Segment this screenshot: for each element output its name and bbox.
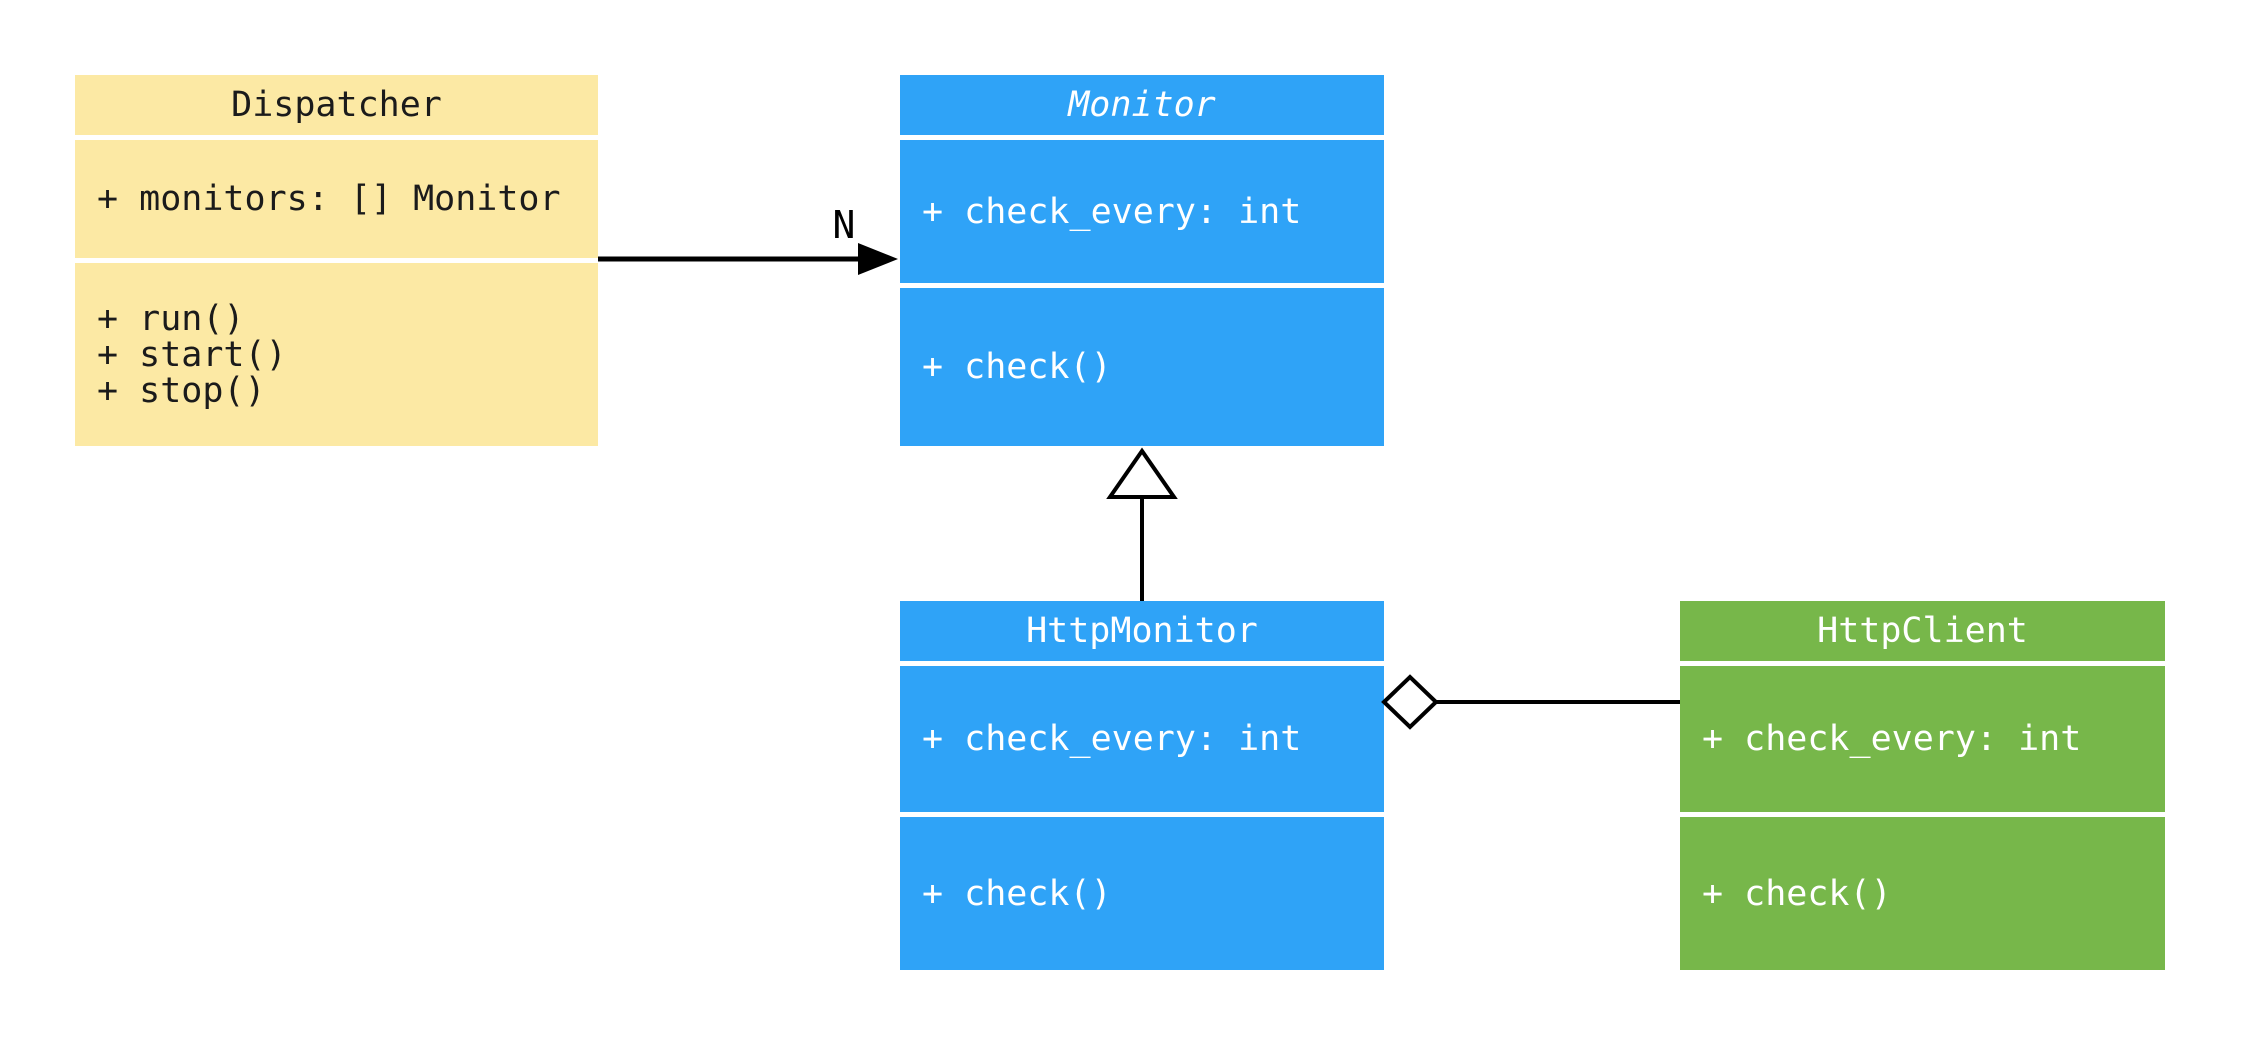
- methods-compartment: + check(): [900, 817, 1384, 970]
- method-item: + stop(): [97, 370, 266, 411]
- attribute-item: + check_every: int: [922, 719, 1302, 759]
- class-box-httpclient: HttpClient + check_every: int + check(): [1680, 601, 2165, 970]
- method-item: + check(): [922, 873, 1112, 914]
- attribute-item: + check_every: int: [1702, 719, 2082, 759]
- attributes-compartment: + monitors: [] Monitor: [75, 140, 598, 258]
- association-multiplicity-label: N: [832, 203, 856, 247]
- class-title-httpmonitor: HttpMonitor: [900, 601, 1384, 661]
- class-box-httpmonitor: HttpMonitor + check_every: int + check(): [900, 601, 1384, 970]
- class-title-dispatcher: Dispatcher: [75, 75, 598, 135]
- attributes-compartment: + check_every: int: [900, 140, 1384, 283]
- method-item: + start(): [97, 334, 287, 375]
- methods-compartment: + check(): [1680, 817, 2165, 970]
- attributes-compartment: + check_every: int: [900, 666, 1384, 812]
- attribute-item: + monitors: [] Monitor: [97, 179, 561, 219]
- class-title-httpclient: HttpClient: [1680, 601, 2165, 661]
- attribute-item: + check_every: int: [922, 191, 1302, 232]
- class-box-monitor: Monitor + check_every: int + check(): [900, 75, 1384, 446]
- aggregation-diamond-icon: [1381, 674, 1439, 730]
- association-arrowhead-icon: [858, 243, 898, 275]
- method-item: + check(): [1702, 873, 1892, 914]
- class-box-dispatcher: Dispatcher + monitors: [] Monitor + run(…: [75, 75, 598, 446]
- methods-compartment: + check(): [900, 288, 1384, 446]
- class-title-monitor: Monitor: [900, 75, 1384, 135]
- method-item: + run(): [97, 298, 245, 339]
- method-item: + check(): [922, 347, 1112, 387]
- attributes-compartment: + check_every: int: [1680, 666, 2165, 812]
- inheritance-triangle-icon: [1106, 447, 1178, 499]
- methods-compartment: + run() + start() + stop(): [75, 263, 598, 446]
